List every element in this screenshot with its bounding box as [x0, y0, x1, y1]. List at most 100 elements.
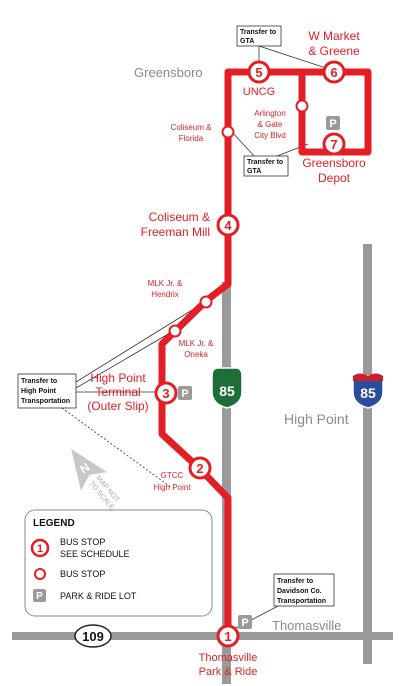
park-ride-icons: P P P — [178, 116, 340, 629]
svg-text:Hendrix: Hendrix — [151, 290, 179, 299]
svg-text:SEE SCHEDULE: SEE SCHEDULE — [60, 549, 130, 559]
label-stop-6: W Market & Greene — [308, 29, 360, 58]
svg-text:& Gate: & Gate — [258, 120, 283, 129]
transfer-box-gta-top: Transfer to GTA — [236, 25, 282, 47]
park-ride-icon-thomasville: P — [238, 615, 252, 629]
stop-5-number: 5 — [255, 65, 262, 80]
svg-text:W Market: W Market — [308, 29, 360, 43]
nc-109-number: 109 — [82, 629, 104, 644]
svg-text:Transfer to: Transfer to — [277, 578, 313, 585]
north-arrow: N — [71, 448, 108, 491]
svg-text:MLK Jr. &: MLK Jr. & — [148, 279, 183, 288]
svg-text:Transfer to: Transfer to — [240, 29, 276, 36]
svg-text:Thomasville: Thomasville — [199, 652, 258, 664]
stop-2-marker: 2 — [188, 456, 212, 480]
label-stop-7: Greensboro Depot — [302, 156, 366, 185]
svg-text:Transfer to: Transfer to — [247, 159, 283, 166]
stop-7-number: 7 — [330, 137, 337, 152]
numbered-stops: 1 2 3 4 5 6 7 — [154, 60, 346, 648]
i-85-shield: 85 — [352, 373, 384, 409]
svg-text:P: P — [36, 591, 43, 602]
svg-text:High Point: High Point — [90, 371, 146, 385]
label-stop-1: Thomasville Park & Ride — [199, 652, 258, 678]
leader-lines — [61, 44, 333, 631]
svg-text:Oneka: Oneka — [184, 350, 208, 359]
svg-text:Terminal: Terminal — [95, 385, 140, 399]
svg-text:BUS STOP: BUS STOP — [60, 537, 105, 547]
label-mlk-oneka: MLK Jr. & Oneka — [179, 339, 214, 359]
stop-4-marker: 4 — [216, 213, 240, 237]
svg-text:Florida: Florida — [179, 134, 204, 143]
minor-stop-coliseum-florida — [221, 125, 235, 139]
label-arlington: Arlington & Gate City Blvd — [254, 109, 286, 140]
legend-item-park-ride: P PARK & RIDE LOT — [33, 589, 137, 602]
legend-item-numbered-stop: 1 BUS STOP SEE SCHEDULE — [30, 537, 130, 559]
label-stop-4: Coliseum & Freeman Mill — [141, 210, 210, 239]
svg-text:High Point: High Point — [154, 483, 192, 492]
svg-text:City Blvd: City Blvd — [254, 131, 286, 140]
us-85-shield: 85 — [211, 367, 243, 409]
svg-text:Transfer to: Transfer to — [21, 378, 57, 385]
leader-gta-bottom — [231, 131, 257, 159]
nc-109-shield: 109 — [74, 624, 112, 648]
minor-stops — [168, 99, 309, 338]
svg-text:Coliseum &: Coliseum & — [171, 123, 213, 132]
north-arrow-icon — [71, 448, 108, 491]
svg-text:1: 1 — [37, 543, 43, 555]
svg-text:P: P — [329, 118, 336, 130]
legend: LEGEND 1 BUS STOP SEE SCHEDULE BUS STOP … — [24, 509, 213, 617]
legend-item-bus-stop: BUS STOP — [34, 568, 105, 580]
leader-gta-top-2 — [258, 45, 333, 71]
stop-3-number: 3 — [162, 386, 169, 401]
legend-box — [24, 509, 213, 617]
stop-7-marker: 7 — [322, 132, 346, 156]
place-high-point: High Point — [284, 411, 349, 427]
park-ride-icon-high-point: P — [178, 386, 192, 400]
place-greensboro: Greensboro — [134, 65, 203, 80]
minor-stop-mlk-hendrix — [199, 295, 213, 309]
stop-2-number: 2 — [196, 461, 203, 476]
stop-4-number: 4 — [224, 218, 232, 233]
leader-hp-4 — [61, 407, 173, 489]
leader-hp-1 — [75, 301, 206, 383]
svg-text:& Greene: & Greene — [308, 44, 360, 58]
leader-hp-2 — [75, 329, 176, 389]
stop-labels: Thomasville Park & Ride GTCC High Point … — [87, 29, 366, 678]
transfer-box-high-point: Transfer to High Point Transportation — [17, 373, 77, 409]
svg-text:Depot: Depot — [318, 171, 351, 185]
road-us-85 — [222, 282, 231, 684]
transfer-box-davidson: Transfer to Davidson Co. Transportation — [273, 573, 335, 607]
svg-text:Coliseum &: Coliseum & — [149, 210, 210, 224]
legend-title: LEGEND — [33, 518, 75, 529]
svg-text:Davidson Co.: Davidson Co. — [277, 588, 322, 595]
transfer-boxes: Transfer to GTA Transfer to GTA Transfer… — [17, 25, 335, 607]
label-coliseum-florida: Coliseum & Florida — [171, 123, 213, 143]
svg-text:GTCC: GTCC — [161, 471, 184, 480]
roads — [12, 244, 393, 684]
i-85-number: 85 — [360, 385, 376, 401]
stop-1-marker: 1 — [216, 624, 240, 648]
svg-text:PARK & RIDE LOT: PARK & RIDE LOT — [60, 591, 137, 601]
svg-text:Transportation: Transportation — [21, 398, 70, 405]
stop-3-marker: 3 — [154, 381, 178, 405]
svg-text:P: P — [241, 617, 248, 629]
svg-text:Park & Ride: Park & Ride — [199, 666, 258, 678]
road-horizontal-109 — [12, 632, 393, 640]
svg-text:P: P — [181, 388, 188, 400]
place-names: Greensboro High Point Thomasville — [134, 65, 349, 633]
transfer-box-gta-bottom: Transfer to GTA — [243, 155, 289, 177]
minor-stop-arlington — [295, 99, 309, 113]
stop-6-marker: 6 — [322, 60, 346, 84]
label-mlk-hendrix: MLK Jr. & Hendrix — [148, 279, 183, 299]
map-not-to-scale: MAP NOT TO SCALE — [88, 475, 121, 512]
svg-text:Transportation: Transportation — [277, 598, 326, 605]
label-stop-5: UNCG — [243, 86, 275, 98]
svg-text:High Point: High Point — [21, 388, 57, 395]
svg-text:(Outer Slip): (Outer Slip) — [87, 399, 148, 413]
park-ride-icon-depot: P — [326, 116, 340, 130]
stop-6-number: 6 — [330, 65, 337, 80]
svg-text:UNCG: UNCG — [243, 86, 275, 98]
us-85-number: 85 — [219, 383, 235, 399]
